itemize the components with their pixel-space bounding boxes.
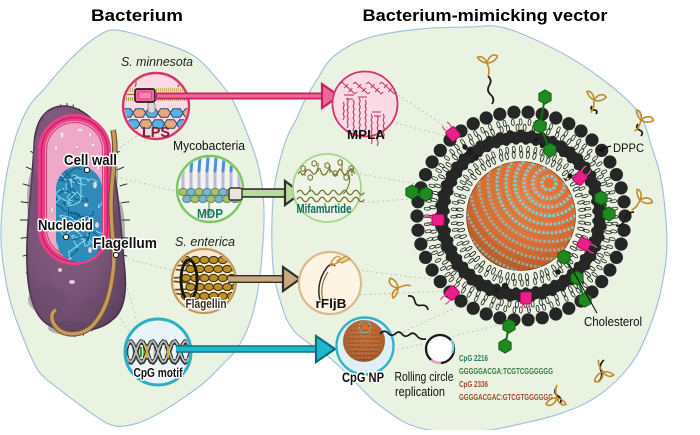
svg-text:replication: replication bbox=[395, 385, 445, 399]
svg-text:S. minnesota: S. minnesota bbox=[121, 55, 193, 69]
svg-text:S. enterica: S. enterica bbox=[175, 234, 235, 249]
svg-text:Bacterium: Bacterium bbox=[91, 6, 183, 25]
svg-text:MDP: MDP bbox=[197, 206, 223, 221]
svg-text:Bacterium-mimicking vector: Bacterium-mimicking vector bbox=[363, 6, 608, 25]
svg-text:Flagellin: Flagellin bbox=[186, 297, 227, 311]
svg-text:LPS: LPS bbox=[142, 125, 170, 141]
svg-text:Mycobacteria: Mycobacteria bbox=[173, 138, 246, 153]
svg-text:GGGGACGAC:GTCGTGGGGGG: GGGGACGAC:GTCGTGGGGGG bbox=[459, 392, 553, 402]
svg-text:Nucleoid: Nucleoid bbox=[38, 218, 93, 234]
svg-text:DPPC: DPPC bbox=[613, 141, 644, 155]
svg-text:GGGGGACGA:TCGTCGGGGGG: GGGGGACGA:TCGTCGGGGGG bbox=[459, 366, 553, 376]
svg-text:Cell wall: Cell wall bbox=[64, 153, 117, 169]
svg-text:CpG NP: CpG NP bbox=[342, 370, 384, 385]
svg-text:CpG 2336: CpG 2336 bbox=[459, 379, 488, 389]
svg-text:rFljB: rFljB bbox=[316, 297, 347, 311]
svg-text:Cholesterol: Cholesterol bbox=[584, 315, 642, 329]
svg-text:CpG 2216: CpG 2216 bbox=[459, 353, 488, 363]
svg-text:Rolling circle: Rolling circle bbox=[395, 370, 454, 384]
svg-text:CpG motif: CpG motif bbox=[134, 365, 184, 380]
svg-text:Mifamurtide: Mifamurtide bbox=[297, 202, 352, 216]
svg-text:Flagellum: Flagellum bbox=[93, 236, 157, 252]
svg-text:MPLA: MPLA bbox=[347, 128, 385, 142]
